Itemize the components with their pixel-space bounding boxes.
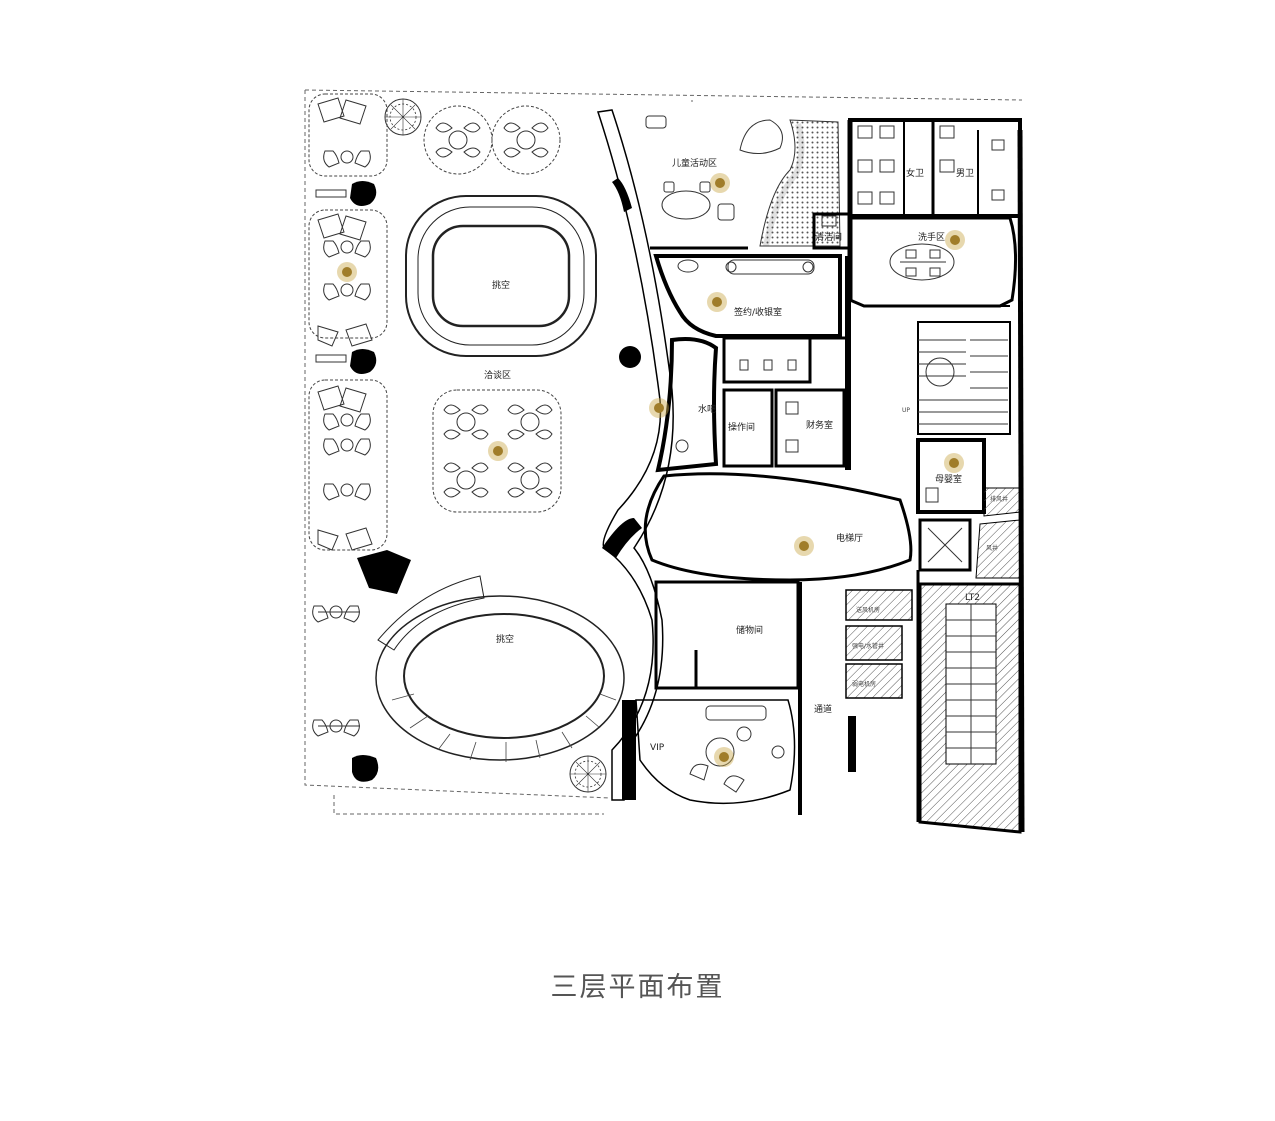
viewpoint-markers (337, 173, 965, 767)
elevator-hall-label: 电梯厅 (836, 532, 863, 544)
negotiation-area: 洽谈区 (432, 369, 562, 513)
lt2-label: LT2 (965, 593, 980, 603)
elevator-hall: 电梯厅 排风井 风井 (643, 472, 1021, 582)
mother-baby-room: 母婴室 (916, 438, 986, 514)
vip-room: VIP (622, 699, 796, 805)
water-bar: 水吧 (655, 337, 719, 473)
round-table-sets (384, 98, 607, 793)
corridor: 通道 送风机房 强电/水管井 弱电机房 (814, 589, 913, 772)
void-bottom-label: 挑空 (496, 633, 514, 645)
negotiation-label: 洽谈区 (484, 369, 511, 381)
marker (707, 292, 727, 312)
shaft-3-label: 强电/水管井 (852, 642, 884, 650)
marker (714, 747, 734, 767)
perimeter-seating (308, 93, 388, 737)
operation-label: 操作间 (728, 421, 755, 433)
storage-label: 储物间 (736, 624, 763, 636)
mother-baby-label: 母婴室 (935, 473, 962, 485)
shaft-1-label: 送风机房 (856, 606, 880, 614)
void-top-label: 挑空 (492, 279, 510, 291)
marker (944, 453, 964, 473)
void-bottom: 挑空 (375, 575, 625, 762)
void-top: 挑空 (405, 195, 597, 357)
marker (488, 441, 508, 461)
water-bar-label: 水吧 (698, 403, 716, 415)
office-rooms: 操作间 财务室 (722, 256, 851, 470)
floor-plan-caption: 三层平面布置 (550, 972, 725, 1003)
wash-area-label: 洗手区 (918, 231, 945, 243)
signing-room: 签约/收银室 (653, 254, 842, 338)
marker (710, 173, 730, 193)
signing-label: 签约/收银室 (734, 306, 782, 318)
vip-label: VIP (650, 743, 665, 753)
shaft-2-label: 风井 (986, 544, 998, 552)
exterior-walls (847, 120, 1025, 833)
structural-columns (350, 181, 641, 782)
male-wc-label: 男卫 (956, 168, 974, 179)
marker (649, 398, 669, 418)
marker (337, 262, 357, 282)
building-outline (304, 89, 1023, 815)
washrooms: 女卫 男卫 (848, 118, 1022, 218)
shaft-4-label: 弱电机房 (852, 680, 876, 688)
shaft-5-label: 排风井 (990, 495, 1008, 503)
stair-lt2: LT2 (918, 582, 1022, 834)
storage-room: 储物间 (654, 580, 802, 815)
kids-area: 儿童活动区 (645, 115, 841, 250)
cleaning-label: 清洁间 (815, 231, 842, 243)
female-wc-label: 女卫 (906, 167, 924, 179)
corridor-label: 通道 (814, 703, 832, 715)
stair-upper: UP (902, 321, 1011, 435)
marker (945, 230, 965, 250)
marker (794, 536, 814, 556)
kids-area-label: 儿童活动区 (672, 157, 717, 169)
up-label: UP (902, 407, 910, 414)
finance-label: 财务室 (806, 419, 833, 431)
wash-area: 洗手区 (848, 216, 1018, 308)
